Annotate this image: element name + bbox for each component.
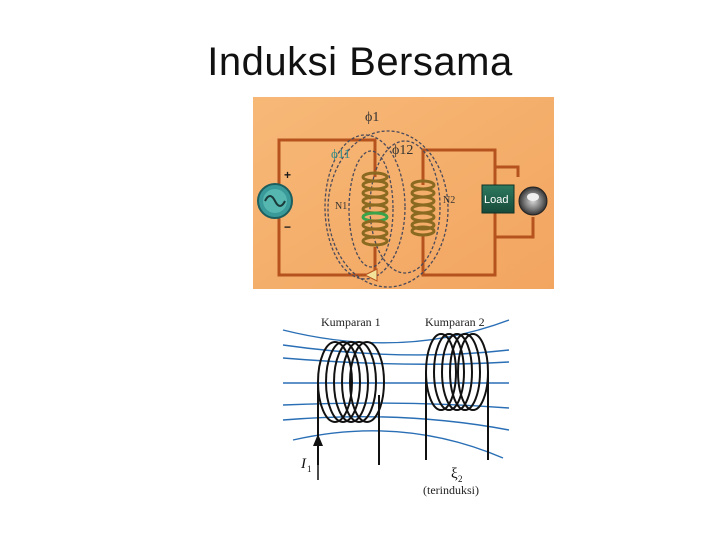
ac-source-icon: [257, 183, 293, 219]
emf-symbol: ξ: [451, 466, 458, 482]
plus-sign: +: [284, 168, 291, 182]
lamp-icon: [518, 186, 548, 216]
current-arrow-icon: [313, 434, 323, 480]
slide-title: Induksi Bersama: [207, 40, 513, 84]
coil-2: [425, 333, 489, 460]
emf-subscript: 2: [458, 474, 463, 484]
arrow-icon: [363, 268, 378, 282]
emf-note: (terinduksi): [423, 483, 479, 497]
coil-2-label: Kumparan 2: [425, 315, 485, 329]
circuit-diagram: + − Load ϕ1 ϕ11 ϕ12 N1 N2: [253, 97, 554, 289]
coil-n2: [410, 179, 436, 237]
n2-label: N2: [443, 195, 455, 206]
load-box: Load: [481, 184, 515, 214]
two-coils-diagram: Kumparan 1 Kumparan 2 I 1 ξ 2 (terinduks…: [282, 315, 510, 497]
two-coils-field-figure: Kumparan 1 Kumparan 2 I 1 ξ 2 (terinduks…: [253, 300, 554, 500]
coil-n1: [361, 171, 389, 247]
n1-label: N1: [335, 201, 347, 212]
field-lines: [282, 319, 510, 459]
load-wire: [495, 165, 535, 239]
current-subscript: 1: [307, 464, 312, 474]
load-label: Load: [484, 194, 508, 206]
coil-1-label: Kumparan 1: [321, 315, 381, 329]
current-label: I: [300, 456, 307, 472]
phi-11-label: ϕ11: [331, 146, 350, 161]
mutual-induction-circuit-figure: + − Load ϕ1 ϕ11 ϕ12 N1 N2: [253, 97, 554, 289]
phi-1-label: ϕ1: [365, 110, 379, 125]
minus-sign: −: [284, 220, 291, 234]
flux-lines: [324, 130, 449, 288]
phi-12-label: ϕ12: [392, 143, 413, 158]
